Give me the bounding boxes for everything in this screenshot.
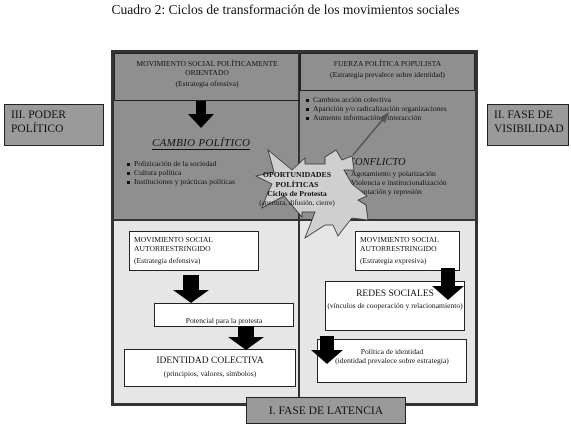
redes-sociales-label: REDES SOCIALES bbox=[356, 289, 434, 299]
tl-item: Instituciones y prácticas políticas bbox=[126, 177, 251, 187]
bottom-label-fase-latencia: I. FASE DE LATENCIA bbox=[246, 397, 406, 424]
diagram-title: Cuadro 2: Ciclos de transformación de lo… bbox=[111, 2, 460, 17]
side-label-poder-politico: III. PODER POLÍTICO bbox=[4, 104, 104, 146]
tl-subheader: (Estrategia ofensiva) bbox=[175, 79, 239, 88]
tl-item: Cultura política bbox=[126, 168, 251, 178]
tl-header-box: MOVIMIENTO SOCIAL POLÍTICAMENTE ORIENTAD… bbox=[114, 53, 300, 101]
arrow-down-icon bbox=[173, 275, 209, 303]
quadrant-bottom-right: MOVIMIENTO SOCIAL AUTORRESTRINGIDO (Estr… bbox=[300, 221, 475, 403]
bl-subheader: (Estrategia defensiva) bbox=[134, 256, 201, 265]
tl-item-list: Polizicación de la sociedad Cultura polí… bbox=[126, 159, 251, 187]
center-line-1: OPORTUNIDADES bbox=[262, 170, 332, 179]
center-line-2: POLÍTICAS bbox=[275, 179, 319, 189]
redes-sociales-sub: (vínculos de cooperación y relacionamien… bbox=[327, 301, 463, 310]
center-oportunidades: OPORTUNIDADES POLÍTICAS Ciclos de Protes… bbox=[252, 170, 342, 208]
side-label-poder-politico-text: III. PODER POLÍTICO bbox=[11, 109, 66, 135]
identidad-colectiva-sub: (principios, valores, símbolos) bbox=[163, 369, 257, 378]
tr-item: Cambios acción colectiva bbox=[305, 95, 473, 105]
potencial-protesta-box: Potencial para la protesta bbox=[154, 303, 294, 327]
center-line-3: Ciclos de Protesta bbox=[267, 189, 327, 198]
conflicto-label: CONFLICTO bbox=[348, 157, 406, 168]
arrow-down-icon bbox=[188, 101, 214, 128]
arrow-down-icon bbox=[311, 336, 343, 364]
arrow-down-icon bbox=[432, 268, 464, 300]
tr-item: Aparición y/o radicalización organizacio… bbox=[305, 104, 473, 114]
politica-identidad-label: Política de identidad bbox=[360, 347, 424, 356]
tl-header: MOVIMIENTO SOCIAL POLÍTICAMENTE ORIENTAD… bbox=[136, 59, 278, 77]
bl-header: MOVIMIENTO SOCIAL AUTORRESTRINGIDO bbox=[134, 235, 213, 253]
bottom-label-text: I. FASE DE LATENCIA bbox=[268, 405, 384, 417]
politica-identidad-sub: (identidad prevalece sobre estrategia) bbox=[335, 356, 449, 365]
center-line-4: (apertura, difusión, cierre) bbox=[259, 198, 335, 207]
side-label-fase-visibilidad-text: II. FASE DE VISIBILIDAD bbox=[494, 109, 564, 135]
identidad-colectiva-label: IDENTIDAD COLECTIVA bbox=[156, 356, 264, 366]
tr-item: Aumento información e interacción bbox=[305, 113, 473, 123]
tr-header: FUERZA POLÍTICA POPULISTA bbox=[333, 59, 442, 68]
side-label-fase-visibilidad: II. FASE DE VISIBILIDAD bbox=[487, 104, 569, 146]
tr-header-box: FUERZA POLÍTICA POPULISTA (Estrategia pr… bbox=[300, 53, 475, 91]
tr-subheader: (Estrategia prevalece sobre identidad) bbox=[330, 70, 445, 79]
identidad-colectiva-box: IDENTIDAD COLECTIVA (principios, valores… bbox=[124, 349, 296, 387]
arrow-down-icon bbox=[228, 326, 264, 350]
br-subheader: (Estrategia expresiva) bbox=[360, 256, 427, 265]
diagonal-arrow-head bbox=[379, 112, 389, 123]
quadrant-top-right: FUERZA POLÍTICA POPULISTA (Estrategia pr… bbox=[300, 53, 475, 221]
cambio-politico-label: CAMBIO POLÍTICO bbox=[152, 137, 251, 150]
politica-identidad-box: Política de identidad (identidad prevale… bbox=[317, 339, 467, 383]
br-header: MOVIMIENTO SOCIAL AUTORRESTRINGIDO bbox=[360, 235, 439, 253]
four-way-arrow-shape bbox=[254, 148, 369, 240]
diagram-frame: MOVIMIENTO SOCIAL POLÍTICAMENTE ORIENTAD… bbox=[111, 50, 478, 406]
bl-header-box: MOVIMIENTO SOCIAL AUTORRESTRINGIDO (Estr… bbox=[129, 231, 259, 271]
tr-item-list: Cambios acción colectiva Aparición y/o r… bbox=[305, 95, 473, 123]
diagonal-arrow-line bbox=[352, 117, 385, 156]
tl-item: Polizicación de la sociedad bbox=[126, 159, 251, 169]
potencial-protesta-label: Potencial para la protesta bbox=[185, 316, 263, 325]
br-header-box: MOVIMIENTO SOCIAL AUTORRESTRINGIDO (Estr… bbox=[355, 231, 460, 271]
quadrant-bottom-left: MOVIMIENTO SOCIAL AUTORRESTRINGIDO (Estr… bbox=[114, 221, 300, 403]
